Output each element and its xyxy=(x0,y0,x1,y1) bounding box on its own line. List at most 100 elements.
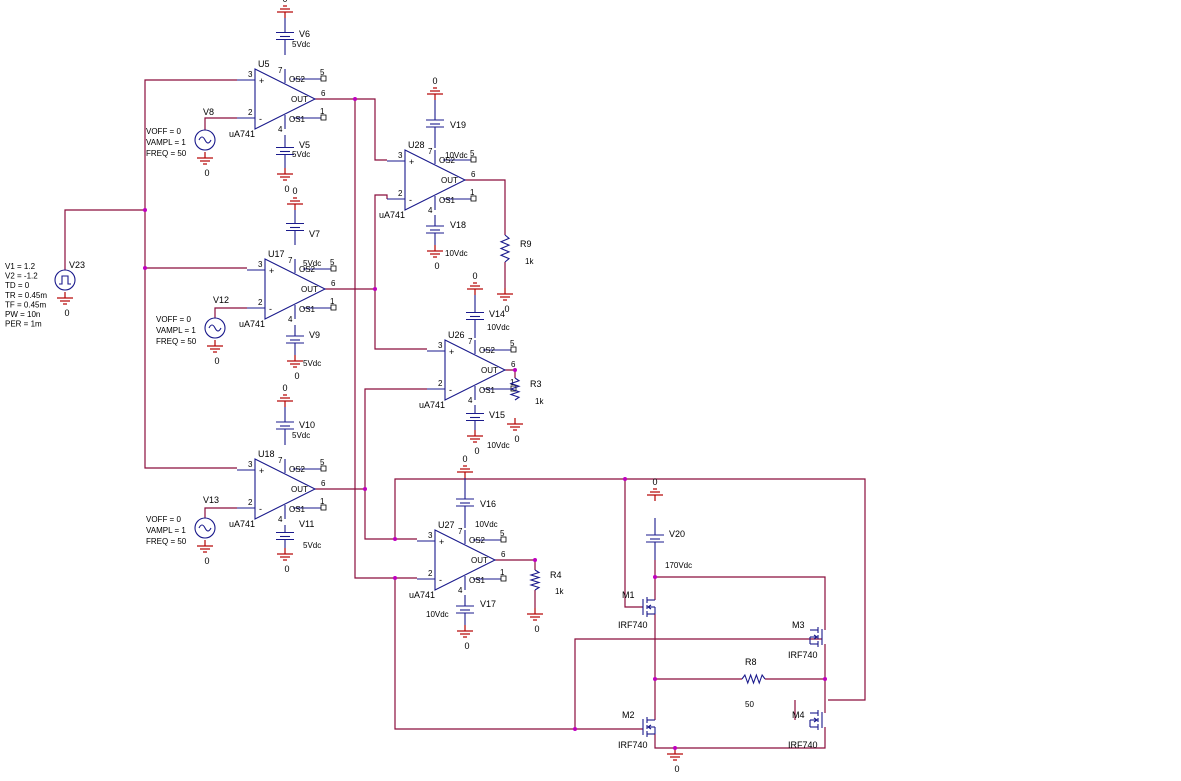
mosfet-arrow xyxy=(813,717,818,723)
mosfet-arrow xyxy=(813,634,818,640)
pin-number: 1 xyxy=(320,107,325,116)
os1-terminal xyxy=(320,504,327,511)
resistor-zigzag xyxy=(529,569,541,591)
plus-sign: + xyxy=(269,266,274,276)
pin-number: 2 xyxy=(398,189,403,198)
voff-param: VOFF = 0 xyxy=(146,127,181,136)
ground-symbol: 0 xyxy=(197,152,213,178)
pin-number: 4 xyxy=(468,396,473,405)
ground-label: 0 xyxy=(292,186,297,196)
source-circle xyxy=(194,517,216,539)
opamp-ref: U27 xyxy=(438,520,455,530)
ground-label: 0 xyxy=(534,624,539,634)
pin-number: 7 xyxy=(278,66,283,75)
mosfet-arrow xyxy=(647,604,652,610)
ground-label: 0 xyxy=(284,564,289,574)
dc-source-v7 xyxy=(286,210,304,245)
source-value: 10Vdc xyxy=(445,151,468,160)
pin-number: 6 xyxy=(321,479,326,488)
source-ref: V5 xyxy=(299,140,310,150)
junction-dot xyxy=(623,477,627,481)
pin-number: 1 xyxy=(320,497,325,506)
os1-terminal xyxy=(500,575,507,582)
wire xyxy=(315,488,417,540)
source-value: 170Vdc xyxy=(665,561,692,570)
wire xyxy=(325,288,427,350)
mosfet-ref: M1 xyxy=(622,590,635,600)
os1-label: OS1 xyxy=(289,115,306,124)
source-ref: V11 xyxy=(299,519,314,529)
junction-dot xyxy=(653,575,657,579)
ground-symbol: 0 xyxy=(277,168,293,194)
wires xyxy=(64,79,866,749)
ground-label: 0 xyxy=(282,0,287,4)
source-value: 5Vdc xyxy=(303,359,321,368)
source-ref: V12 xyxy=(213,295,229,305)
minus-sign: - xyxy=(449,385,452,395)
opamp-body xyxy=(254,458,317,520)
dc-source-v6 xyxy=(276,18,294,55)
vampl-param: VAMPL = 1 xyxy=(146,138,186,147)
dc-source-v5 xyxy=(276,135,294,168)
junctions xyxy=(143,97,827,750)
opamp-ref: U18 xyxy=(258,449,275,459)
pin-number: 3 xyxy=(398,151,403,160)
mosfet-model: IRF740 xyxy=(618,740,648,750)
os2-terminal xyxy=(500,536,507,543)
resistor-ref: R8 xyxy=(745,657,757,667)
ground-label: 0 xyxy=(474,446,479,456)
mosfet-ref: M2 xyxy=(622,710,635,720)
ground-label: 0 xyxy=(462,454,467,464)
mosfet-model: IRF740 xyxy=(788,740,818,750)
pin-number: 2 xyxy=(428,569,433,578)
dc-source-v16 xyxy=(456,478,474,528)
source-circle xyxy=(54,269,76,291)
pin-number: 4 xyxy=(428,206,433,215)
pin-number: 5 xyxy=(500,529,505,538)
junction-dot xyxy=(353,97,357,101)
os2-label: OS2 xyxy=(299,265,316,274)
source-circle xyxy=(204,317,226,339)
pin-number: 4 xyxy=(278,515,283,524)
source-ref: V17 xyxy=(480,599,496,609)
resistor-r8 xyxy=(741,673,766,685)
out-label: OUT xyxy=(291,485,308,494)
plus-sign: + xyxy=(449,347,454,357)
wire xyxy=(214,307,247,318)
pin-number: 5 xyxy=(330,258,335,267)
mosfet-m2 xyxy=(642,717,656,737)
pin-number: 3 xyxy=(438,341,443,350)
opamp-body xyxy=(264,258,327,320)
sine-wave-icon xyxy=(198,136,212,144)
mosfet-m4 xyxy=(809,710,823,730)
pin-number: 1 xyxy=(330,297,335,306)
mosfet-arrow xyxy=(647,724,652,730)
source-ref: V6 xyxy=(299,29,310,39)
pin-number: 6 xyxy=(501,550,506,559)
ground-label: 0 xyxy=(204,168,209,178)
minus-sign: - xyxy=(259,114,262,124)
resistor-r9 xyxy=(499,234,511,263)
resistor-ref: R4 xyxy=(550,570,562,580)
wire xyxy=(64,209,145,270)
dc-source-v18 xyxy=(426,215,444,245)
os2-terminal xyxy=(320,75,327,82)
wire xyxy=(655,576,826,630)
source-value: 10Vdc xyxy=(445,249,468,258)
pulse-param: V2 = -1.2 xyxy=(5,272,38,281)
wire xyxy=(465,179,506,235)
pin-number: 7 xyxy=(458,527,463,536)
wire xyxy=(204,507,237,518)
junction-dot xyxy=(393,576,397,580)
ground-label: 0 xyxy=(464,641,469,651)
os2-label: OS2 xyxy=(469,536,486,545)
junction-dot xyxy=(393,537,397,541)
pin-number: 3 xyxy=(248,460,253,469)
dc-source-v11 xyxy=(276,525,294,548)
minus-sign: - xyxy=(409,195,412,205)
pulse-param: PER = 1m xyxy=(5,320,42,329)
pin-number: 5 xyxy=(320,458,325,467)
